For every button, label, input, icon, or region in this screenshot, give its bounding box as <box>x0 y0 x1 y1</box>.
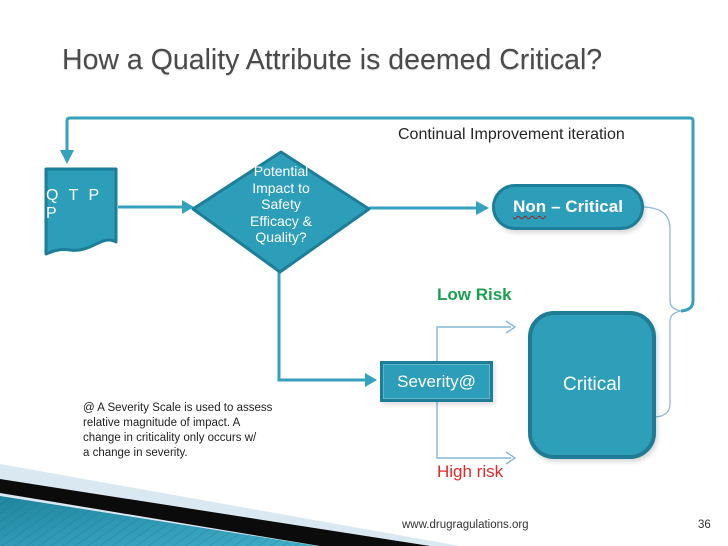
ribbon-black-stripe <box>0 479 430 546</box>
decision-to-severity-arrowhead-icon <box>365 373 377 387</box>
decision-diamond-shape <box>191 150 371 274</box>
page-number: 36 <box>698 519 711 531</box>
loop-arrowhead-down-icon <box>60 150 74 164</box>
decision-to-severity-line <box>277 271 366 382</box>
severity-label: Severity@ <box>397 371 476 391</box>
decision-to-noncritical-arrowhead-icon <box>476 201 489 215</box>
high-risk-label: High risk <box>437 462 504 481</box>
critical-label: Critical <box>562 374 622 395</box>
non-critical-label-word1: Non <box>513 197 547 216</box>
continual-improvement-label: Continual Improvement iteration <box>398 126 625 143</box>
low-risk-label: Low Risk <box>437 285 512 304</box>
slide-title: How a Quality Attribute is deemed Critic… <box>62 44 603 76</box>
outcomes-bracket-connector <box>643 206 682 418</box>
qtpp-to-decision-arrowhead-icon <box>182 200 194 214</box>
corner-ribbon-decoration <box>0 464 460 546</box>
non-critical-box: Non – Critical <box>492 184 644 230</box>
severity-highrisk-connector <box>436 402 511 459</box>
qtpp-document-shape <box>44 167 118 256</box>
non-critical-label-word2: – Critical <box>551 197 623 216</box>
severity-footnote: @ A Severity Scale is used to assess rel… <box>83 402 273 459</box>
continual-improvement-loop-line <box>65 116 695 313</box>
highrisk-arrowhead-icon <box>505 451 517 465</box>
footer-website: www.drugragulations.org <box>402 519 529 531</box>
severity-lowrisk-connector <box>436 326 511 361</box>
qtpp-label: Q T P P <box>46 187 102 222</box>
critical-box: Critical <box>528 311 656 459</box>
lowrisk-arrowhead-icon <box>505 320 517 334</box>
ribbon-teal-stripes <box>0 496 318 546</box>
decision-label: Potential Impact to Safety Efficacy & Qu… <box>250 163 312 245</box>
severity-box: Severity@ <box>380 361 493 402</box>
